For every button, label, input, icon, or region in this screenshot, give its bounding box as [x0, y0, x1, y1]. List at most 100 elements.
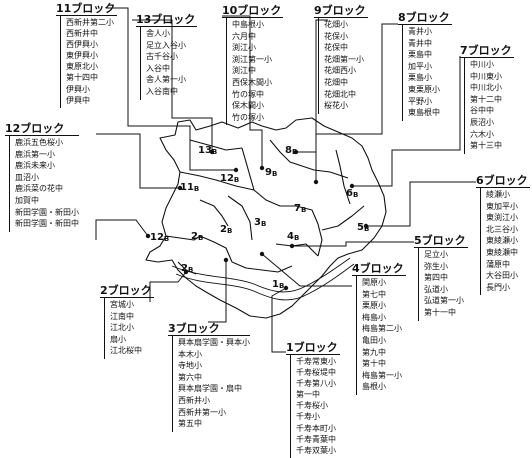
school-item: 中川小 — [470, 60, 494, 69]
zone-label-2-sub: 2B — [181, 263, 194, 274]
border-8-5 — [311, 209, 323, 257]
school-list: 綾瀬小 東加平小 東渕江小 北三谷小 東綾瀬小 東綾瀬中 蒲原中 大谷田小 長門… — [480, 188, 530, 296]
school-item: 渕江第一小 — [232, 54, 272, 64]
school-item: 栗島中 — [408, 50, 432, 60]
border-13-11 — [189, 139, 243, 151]
border-3-4 — [227, 195, 253, 241]
school-list: 興本扇学園・興本小 本木小 寺地小 第六中 興本扇学園・扇中 西新井小 西新井第… — [172, 336, 250, 432]
block-11: 11ブロック 西新井第二小 西新井中 西伊興小 東伊興小 東原北小 第十四中 伊… — [56, 2, 118, 108]
zone-label-4: 3B — [254, 217, 267, 228]
block-title: 4ブロック — [352, 262, 406, 276]
zone-label-11: 12B — [220, 173, 240, 184]
zone-label-2: 2B — [191, 231, 204, 242]
school-item: 辰沼小 — [470, 117, 494, 127]
school-item: 中川東小 — [470, 71, 502, 81]
school-item: 梅島小 — [362, 312, 386, 322]
ward-boundary — [145, 117, 387, 319]
school-item: 西保木間小 — [232, 77, 272, 87]
block-2: 2ブロック 宮城小 江南中 江北小 扇小 江北桜中 — [100, 284, 154, 359]
school-item: 平野小 — [408, 96, 432, 106]
school-item: 渕江中 — [232, 66, 256, 76]
school-item: 栗島小 — [408, 73, 432, 83]
school-item: 保木間小 — [232, 101, 264, 111]
block-title: 9ブロック — [314, 4, 368, 18]
school-item: 竹の塚小 — [232, 112, 264, 122]
school-item: 第十二中 — [470, 94, 502, 104]
border-12-2 — [165, 235, 201, 241]
school-item: 千寿本町小 — [296, 423, 336, 433]
school-item: 西新井第二小 — [66, 18, 114, 27]
school-item: 江南中 — [110, 311, 134, 321]
school-item: 栗原小 — [362, 301, 386, 311]
school-item: 第九中 — [362, 347, 386, 357]
school-item: 花保中 — [324, 43, 348, 53]
school-list: 足立小 弥生小 第四中 弘道小 弘道第一小 第十一中 — [418, 248, 468, 321]
block-title: 6ブロック — [476, 174, 530, 188]
school-item: 梅島第一小 — [362, 370, 402, 380]
school-item: 西新井中 — [66, 29, 98, 39]
zone-label-9: 8B — [285, 145, 298, 156]
zone-label-6: 5B — [357, 222, 370, 233]
school-list: 西新井第二小 西新井中 西伊興小 東伊興小 東原北小 第十四中 伊興小 伊興中 — [60, 16, 117, 108]
school-item: 渕江小 — [232, 43, 256, 53]
school-item: 第四中 — [424, 273, 448, 283]
block-title: 8ブロック — [398, 11, 452, 25]
block-title: 7ブロック — [460, 44, 514, 58]
school-item: 第十一中 — [424, 307, 456, 317]
school-item: 谷中中 — [470, 106, 494, 116]
leader-5 — [292, 241, 414, 247]
school-item: 花畑西小 — [324, 66, 356, 76]
school-item: 千寿桜堤中 — [296, 368, 336, 378]
school-item: 花畑第一小 — [324, 54, 364, 64]
school-item: 花畑小 — [324, 20, 348, 29]
leader-13 — [132, 19, 213, 152]
school-item: 中島根小 — [232, 20, 264, 29]
leader-1 — [271, 287, 287, 353]
zone-label-12-sub: 12B — [150, 232, 170, 243]
school-item: 宮城小 — [110, 300, 134, 309]
school-item: 竹の塚中 — [232, 89, 264, 99]
school-item: 長門小 — [486, 282, 510, 292]
leader-12b — [95, 219, 149, 240]
school-item: 東原北小 — [66, 62, 98, 72]
school-item: 青井小 — [408, 27, 432, 36]
school-item: 伊興中 — [66, 95, 90, 105]
border-8-7 — [335, 149, 351, 205]
school-item: 皿沼小 — [15, 172, 39, 182]
zone-label-8: 7B — [294, 203, 307, 214]
school-item: 千寿常東小 — [296, 357, 336, 366]
block-title: 2ブロック — [100, 284, 154, 298]
school-item: 第十中 — [362, 359, 386, 369]
leader-10 — [222, 15, 263, 168]
school-item: 亀田小 — [362, 335, 386, 345]
block-3: 3ブロック 興本扇学園・興本小 本木小 寺地小 第六中 興本扇学園・扇中 西新井… — [168, 322, 250, 432]
border-12-11 — [179, 171, 255, 191]
block-13: 13ブロック 舎人小 足立入谷小 古千谷小 入谷中 舎人第一小 入谷南中 — [136, 13, 198, 100]
school-item: 足立入谷小 — [146, 40, 186, 50]
school-list: 宮城小 江南中 江北小 扇小 江北桜中 — [104, 298, 154, 359]
block-title: 13ブロック — [136, 13, 198, 27]
school-item: 鹿浜第一小 — [15, 149, 55, 159]
school-list: 鹿浜五色桜小 鹿浜第一小 鹿浜未来小 皿沼小 鹿浜菜の花中 加賀中 新田学園・新… — [9, 136, 79, 232]
school-item: 千寿双葉小 — [296, 445, 336, 455]
school-item: 蒲原中 — [486, 259, 510, 269]
zone-label-1: 1B — [272, 279, 285, 290]
school-item: 第六中 — [178, 372, 202, 382]
block-9: 9ブロック 花畑小 花保小 花保中 花畑第一小 花畑西小 花畑中 花畑北中 桜花… — [314, 4, 368, 114]
school-item: 西伊興小 — [66, 40, 98, 50]
border-4-5 — [275, 243, 319, 257]
school-item: 鹿浜菜の花中 — [15, 184, 63, 194]
school-item: 桜花小 — [324, 101, 348, 111]
school-item: 第十四中 — [66, 73, 98, 83]
school-item: 中川北小 — [470, 83, 502, 93]
leader-12 — [96, 133, 180, 189]
school-item: 関原小 — [362, 278, 386, 287]
leader-3 — [208, 260, 227, 323]
school-item: 東伊興小 — [66, 51, 98, 61]
school-item: 千寿第八小 — [296, 379, 336, 389]
school-item: 鹿浜未来小 — [15, 161, 55, 171]
school-item: 本木小 — [178, 349, 202, 359]
school-item: 舎人第一小 — [146, 75, 186, 85]
border-9-8 — [301, 165, 349, 179]
school-item: 六木小 — [470, 129, 494, 139]
